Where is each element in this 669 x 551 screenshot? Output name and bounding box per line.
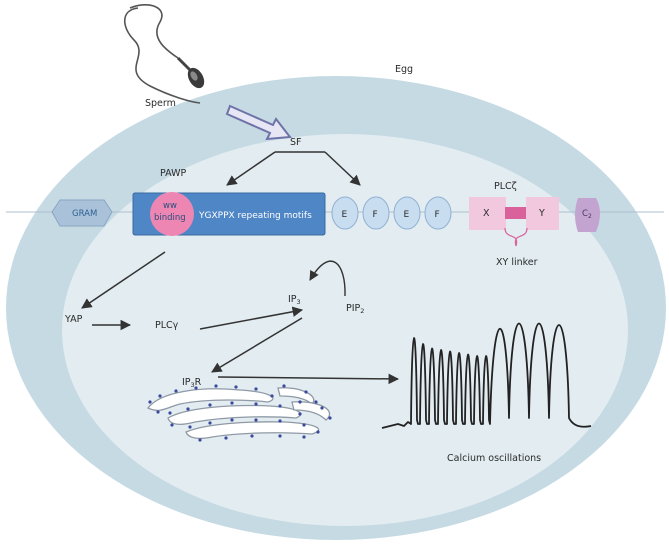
ribosome-dot bbox=[208, 403, 212, 407]
ribosome-dot bbox=[148, 400, 152, 404]
ef-hand-letter: F bbox=[435, 210, 440, 220]
ribosome-dot bbox=[328, 416, 332, 420]
plc-x-label: X bbox=[483, 208, 490, 219]
er-cisterna bbox=[167, 404, 302, 425]
sf-label: SF bbox=[290, 137, 302, 148]
ribosome-dot bbox=[278, 404, 282, 408]
ribosome-dot bbox=[168, 411, 172, 415]
ribosome-dot bbox=[282, 384, 286, 388]
endoplasmic-reticulum-icon bbox=[147, 384, 332, 442]
ef-hand-letter: E bbox=[404, 210, 410, 220]
ribosome-dot bbox=[316, 430, 320, 434]
pip2-to-ip3-curved-arrow bbox=[309, 260, 346, 297]
motifs-label: YGXPPX repeating motifs bbox=[198, 211, 312, 221]
ribosome-dot bbox=[170, 423, 174, 427]
er-cisterna bbox=[291, 401, 331, 421]
ribosome-dot bbox=[320, 406, 324, 410]
gram-label: GRAM bbox=[72, 209, 97, 219]
ww-binding-domain bbox=[150, 192, 194, 236]
sperm-label: Sperm bbox=[145, 98, 176, 109]
ef-hand-letter: E bbox=[342, 210, 348, 220]
ribosome-dot bbox=[198, 438, 202, 442]
calcium-oscillation-trace-icon bbox=[381, 322, 592, 429]
ribosome-dot bbox=[230, 401, 234, 405]
sf-entry-arrow bbox=[225, 104, 292, 141]
ip3r-label: IP3R bbox=[182, 377, 202, 389]
plcz-label: PLCζ bbox=[494, 181, 517, 192]
ip3-label: IP3 bbox=[288, 294, 301, 306]
er-cisterna bbox=[147, 388, 274, 411]
ip3-to-ip3r-arrow bbox=[211, 317, 303, 373]
ef-hand-letter: F bbox=[373, 210, 378, 220]
ribosome-dot bbox=[254, 418, 258, 422]
c2-label: C2 bbox=[582, 209, 592, 220]
ribosome-dot bbox=[302, 435, 306, 439]
ef-hand-bubble bbox=[331, 196, 359, 230]
plc-y-label: Y bbox=[538, 208, 545, 219]
sperm-icon bbox=[123, 4, 205, 104]
c2-domain bbox=[575, 198, 600, 232]
ribosome-dot bbox=[194, 386, 198, 390]
ip3r-to-calcium-arrow bbox=[217, 373, 400, 385]
ribosome-dot bbox=[208, 421, 212, 425]
pawp-to-yap-arrow bbox=[81, 251, 166, 309]
ribosome-dot bbox=[156, 410, 160, 414]
ribosome-dot bbox=[186, 407, 190, 411]
ribosome-dot bbox=[304, 390, 308, 394]
ribosome-dot bbox=[214, 384, 218, 388]
xy-linker-label: XY linker bbox=[496, 257, 538, 268]
calcium-oscillations-label: Calcium oscillations bbox=[447, 453, 541, 464]
plc-x-domain bbox=[469, 197, 506, 230]
plc-xy-linker-bar bbox=[505, 207, 527, 219]
ribosome-dot bbox=[254, 402, 258, 406]
ribosome-dot bbox=[298, 412, 302, 416]
ef-hand-bubble bbox=[424, 196, 452, 230]
ef-hand-bubble bbox=[393, 196, 421, 230]
sf-to-ef-arrow bbox=[324, 151, 361, 186]
pip2-label: PIP2 bbox=[346, 303, 364, 315]
ribosome-dot bbox=[302, 423, 306, 427]
ww-label-line2: binding bbox=[154, 213, 186, 223]
er-cisterna bbox=[185, 421, 320, 439]
sf-to-pawp-arrow bbox=[226, 151, 276, 186]
ribosome-dot bbox=[158, 394, 162, 398]
ribosome-dot bbox=[188, 425, 192, 429]
plcg-label: PLCγ bbox=[155, 320, 179, 331]
ribosome-dot bbox=[230, 418, 234, 422]
ww-label-line1: ww bbox=[163, 201, 177, 211]
ribosome-dot bbox=[298, 400, 302, 404]
plcg-to-ip3-arrow bbox=[199, 306, 304, 330]
ribosome-dot bbox=[254, 387, 258, 391]
ribosome-dot bbox=[314, 400, 318, 404]
ribosome-dot bbox=[278, 419, 282, 423]
xy-linker-pointer bbox=[504, 227, 528, 247]
ribosome-dot bbox=[174, 389, 178, 393]
ribosome-dot bbox=[250, 434, 254, 438]
gram-domain bbox=[51, 199, 113, 227]
yap-label: YAP bbox=[64, 314, 83, 325]
egg-label: Egg bbox=[395, 64, 413, 75]
ribosome-dot bbox=[234, 385, 238, 389]
ef-hand-bubble bbox=[362, 196, 390, 230]
ribosome-dot bbox=[224, 436, 228, 440]
ribosome-dot bbox=[270, 394, 274, 398]
plc-y-domain bbox=[526, 197, 559, 230]
pawp-label: PAWP bbox=[160, 168, 186, 179]
ribosome-dot bbox=[278, 434, 282, 438]
